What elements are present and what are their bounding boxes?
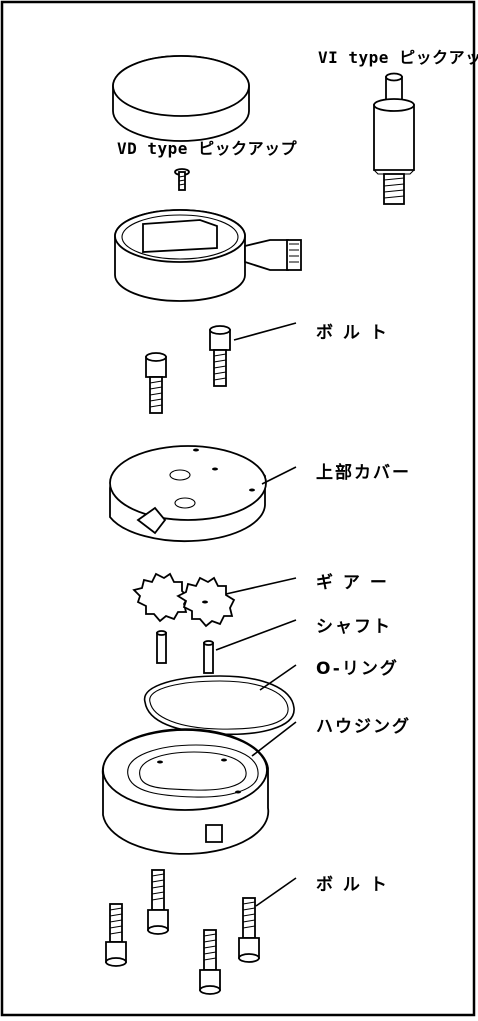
label-gear: ギ ア ー	[316, 573, 389, 593]
leader-bolt-lower	[255, 877, 297, 907]
housing-part	[101, 728, 270, 855]
label-upper-cover: 上部カバー	[316, 463, 411, 483]
label-vi-pickup: VI type ピックアップ	[318, 48, 478, 67]
shaft-left	[156, 630, 167, 664]
label-bolt-upper: ボ ル ト	[316, 323, 389, 343]
upper-bolt-right	[209, 325, 231, 387]
label-bolt-lower: ボ ル ト	[316, 875, 389, 895]
lower-bolt-4	[238, 897, 260, 963]
upper-bolt-left	[145, 352, 167, 414]
pickup-small-screw	[174, 168, 190, 191]
label-o-ring: O-リング	[316, 659, 399, 679]
lower-bolt-3	[199, 929, 221, 995]
label-housing: ハウジング	[316, 717, 411, 737]
vd-sensor-body	[114, 209, 302, 302]
o-ring-part	[144, 675, 295, 736]
gear-pair	[132, 572, 236, 628]
leader-bolt-upper	[233, 322, 297, 341]
leader-upper-cover	[261, 466, 297, 485]
lower-bolt-1	[105, 903, 127, 967]
leader-gear	[225, 577, 297, 595]
leader-housing	[251, 721, 297, 757]
vi-pickup-part	[373, 72, 415, 205]
vd-pickup-cap	[112, 55, 250, 142]
label-vd-pickup: VD type ピックアップ	[117, 139, 298, 158]
leader-o-ring	[259, 664, 297, 691]
label-shaft: シャフト	[316, 617, 392, 637]
lower-bolt-2	[147, 869, 169, 935]
leader-shaft	[215, 619, 297, 651]
upper-cover-part	[109, 445, 267, 543]
shaft-right	[203, 640, 214, 674]
